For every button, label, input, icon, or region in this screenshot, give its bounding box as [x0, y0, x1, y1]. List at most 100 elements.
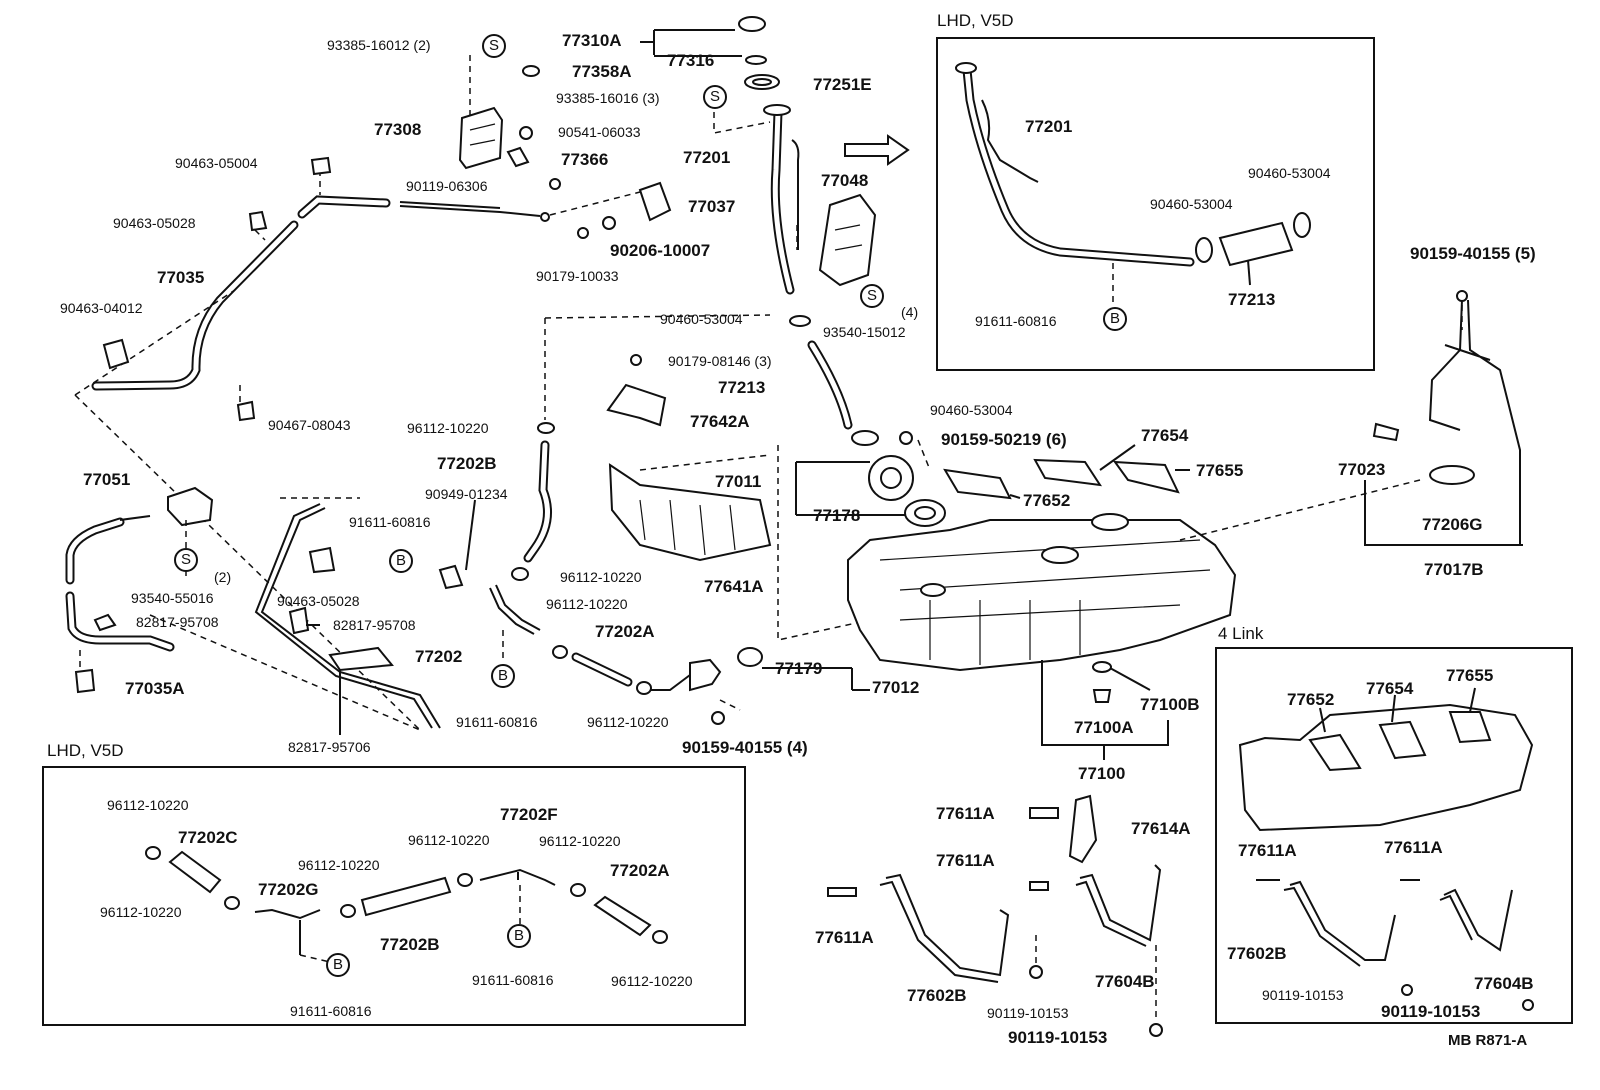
part-label: 77206G [1422, 515, 1483, 534]
clamp-82817-95708b [288, 606, 310, 635]
part-label: 77602B [907, 986, 967, 1005]
part-label: 77614A [1131, 819, 1191, 838]
part-label: 90179-08146 (3) [668, 353, 772, 369]
filler-pipe-77201 [763, 104, 800, 295]
part-label: 90119-06306 [406, 178, 488, 194]
hose-77213 [807, 340, 853, 430]
gasket-77316 [745, 55, 767, 65]
ref-circle-b: B [491, 664, 515, 688]
gasket-77251E [744, 74, 780, 90]
part-label: 77611A [936, 804, 995, 823]
strap-77654 [1033, 458, 1103, 487]
tube-77035 [91, 195, 391, 391]
part-label: 77100B [1140, 695, 1200, 714]
ref-circle-b: B [389, 549, 413, 573]
bracket-82817-95706 [328, 646, 394, 672]
part-label: 96112-10220 [587, 714, 669, 730]
part-label: 96112-10220 [611, 973, 693, 989]
fuel-tank-77001 [847, 513, 1237, 672]
part-label: 77308 [374, 120, 422, 139]
part-label: 90206-10007 [610, 241, 711, 260]
pipe-82817-95706 [260, 507, 441, 729]
grommet-90179 [577, 227, 589, 239]
bolt-77611A-c [827, 887, 857, 897]
part-label: 96112-10220 [408, 832, 490, 848]
clamp-96112-a [537, 422, 555, 434]
frame-title-lhd-top: LHD, V5D [937, 11, 1014, 30]
frame-top-right [936, 37, 1375, 371]
bolt-90159-40155-5 [1456, 290, 1468, 302]
inset-hose-77202A [593, 895, 652, 937]
part-label: 77604B [1095, 972, 1155, 991]
part-label: 77048 [821, 171, 869, 190]
inset-filler-pipe [955, 62, 1195, 267]
part-label: 90159-40155 (5) [1410, 244, 1536, 263]
tube-77035A [65, 517, 175, 652]
arrow-indicator [844, 134, 910, 166]
gasket-77179 [737, 647, 763, 667]
part-label: 77012 [872, 678, 920, 697]
bolt-90119-b [1149, 1023, 1163, 1037]
part-label: 77654 [1366, 679, 1414, 698]
part-label: 77201 [1025, 117, 1073, 136]
part-label: 77366 [561, 150, 609, 169]
frame-bottom-right [1215, 647, 1573, 1024]
part-label: 90463-05004 [175, 155, 258, 171]
part-label: 91611-60816 [290, 1003, 372, 1019]
part-label: 77611A [1384, 838, 1443, 857]
part-label: 77051 [83, 470, 131, 489]
part-label: 77035A [125, 679, 185, 698]
part-label: 90460-53004 [660, 311, 743, 327]
part-label: 90119-10153 [987, 1005, 1069, 1021]
part-label: 77654 [1141, 426, 1189, 445]
bolt-90119-a [1029, 965, 1043, 979]
part-label: 77202G [258, 880, 319, 899]
part-label: 90159-50219 (6) [941, 430, 1067, 449]
part-label: 96112-10220 [407, 420, 489, 436]
cushion-77100A [1092, 689, 1112, 703]
part-label: 91611-60816 [456, 714, 538, 730]
clip-77358A [522, 65, 540, 77]
part-label: 77100 [1078, 764, 1126, 783]
part-label: 77641A [704, 577, 764, 596]
part-label: 91611-60816 [472, 972, 554, 988]
inset-hose-77202C [168, 850, 222, 894]
inset-strap-77652 [1308, 733, 1362, 772]
strap-77655 [1112, 460, 1180, 494]
plate-77048 [818, 193, 877, 287]
part-label: 77202B [380, 935, 440, 954]
frame-title-4-link: 4 Link [1218, 624, 1264, 643]
part-label: 93540-55016 [131, 590, 214, 606]
part-label: 77035 [157, 268, 205, 287]
part-label: 77655 [1196, 461, 1244, 480]
inset-pipe-77202F [479, 868, 556, 886]
part-label: 96112-10220 [298, 857, 380, 873]
clamp-90460-a [789, 315, 811, 327]
part-label: 77178 [813, 506, 861, 525]
cable-line [399, 205, 541, 217]
part-label: 82817-95708 [136, 614, 219, 630]
part-label: 77251E [813, 75, 872, 94]
inset-hose-77213 [1218, 221, 1294, 267]
inset-pipe-77202G [254, 908, 321, 955]
clamp-90463-05028b [308, 546, 336, 574]
part-label: 77202 [415, 647, 463, 666]
inset-hose-77202B [360, 876, 452, 917]
clamp-90463-04012 [102, 338, 130, 370]
bolt-90159-40155-4 [711, 711, 725, 725]
connector-77023 [1372, 422, 1400, 442]
part-label: (2) [214, 569, 232, 585]
clamp-96112-b [511, 567, 529, 581]
ref-circle-b: B [1103, 307, 1127, 331]
hose-77202B [523, 440, 552, 563]
part-label: 93540-15012 [823, 324, 906, 340]
clamp-96112-d [636, 681, 652, 695]
part-label: 90463-05028 [277, 593, 360, 609]
part-label: 82817-95706 [288, 739, 371, 755]
part-label: 77179 [775, 659, 823, 678]
part-label: 77602B [1227, 944, 1287, 963]
protector-77641A [608, 463, 772, 562]
part-label: 77358A [572, 62, 632, 81]
part-label: 77202C [178, 828, 238, 847]
part-label: 90159-40155 (4) [682, 738, 808, 757]
